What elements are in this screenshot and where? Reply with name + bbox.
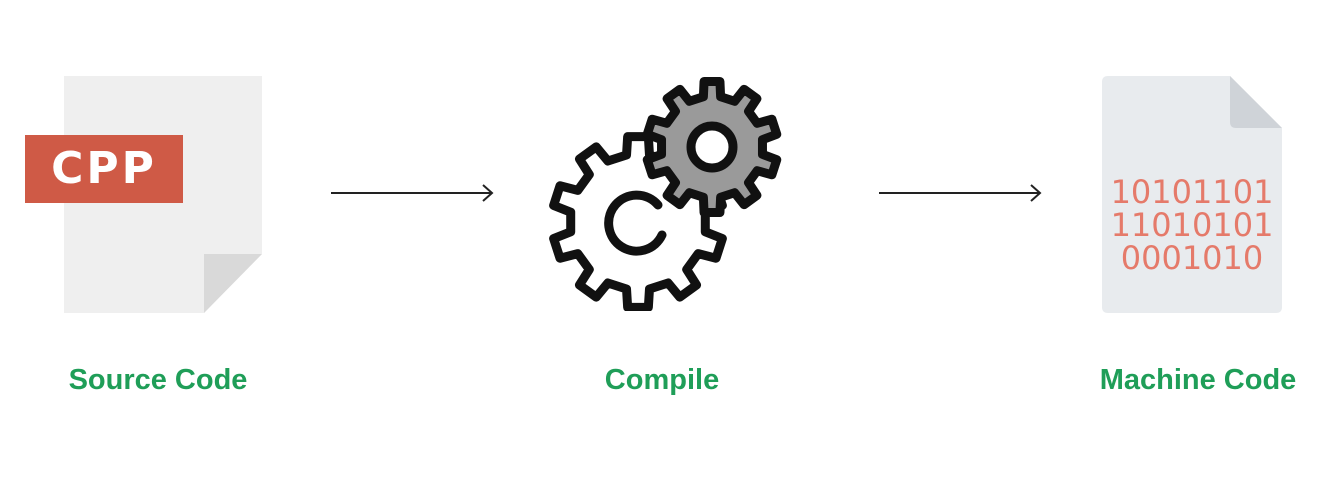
compile-caption: Compile	[604, 364, 720, 396]
machine-code-file-icon	[1102, 76, 1282, 313]
binary-line: 11010101	[1110, 206, 1274, 244]
cpp-badge: CPP	[25, 135, 183, 203]
gears-icon	[540, 75, 792, 311]
large-gear-ring	[604, 190, 667, 256]
binary-text: 10101101 11010101 0001010	[1102, 176, 1282, 275]
arrow-right-icon	[879, 183, 1043, 203]
source-code-caption: Source Code	[68, 364, 248, 396]
arrow-right-icon	[331, 183, 495, 203]
machine-code-caption: Machine Code	[1099, 364, 1297, 396]
binary-line: 0001010	[1120, 239, 1264, 277]
small-gear-hole	[686, 121, 738, 173]
binary-line: 10101101	[1110, 173, 1274, 211]
